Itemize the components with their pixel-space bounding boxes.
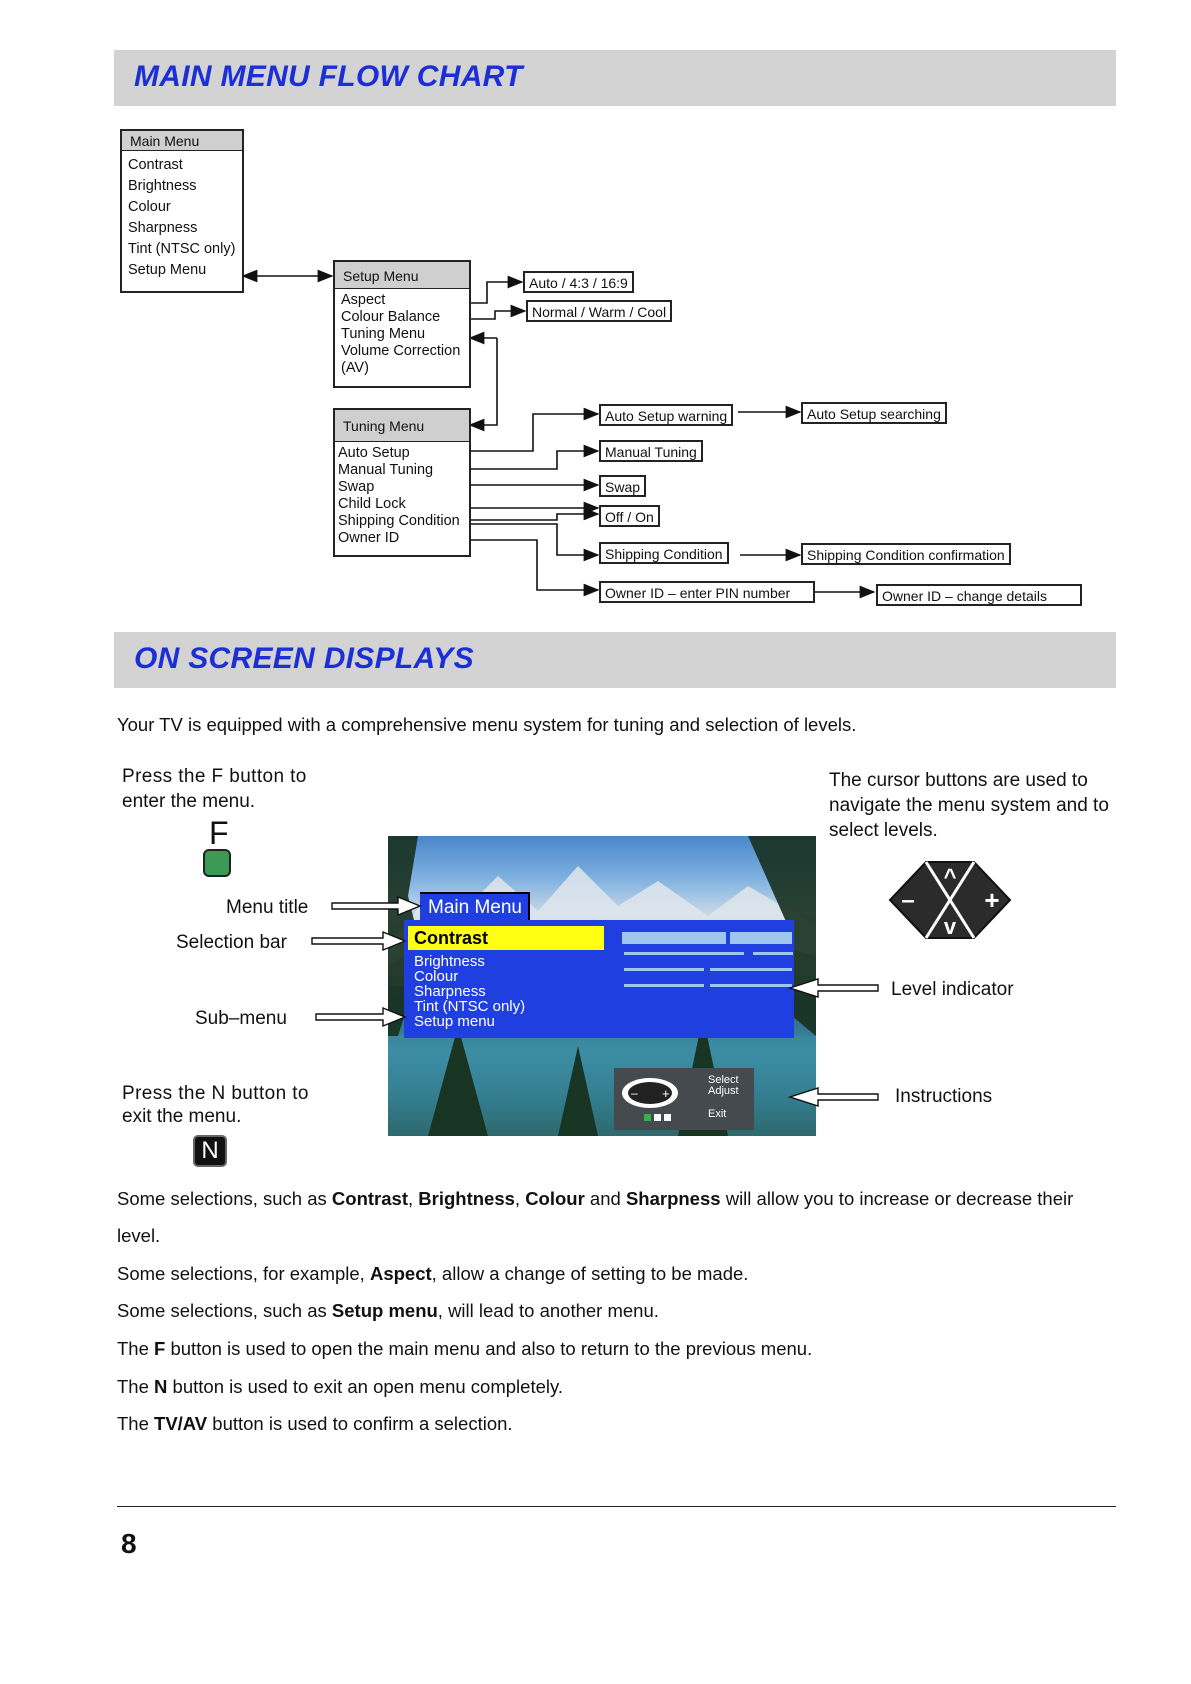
paragraph-1-line-2: level. [117,1225,160,1247]
footer-divider [117,1506,1116,1507]
arrow-selection-bar-icon [312,932,405,950]
arrow-menu-title-icon [332,897,420,915]
paragraph-2: Some selections, for example, Aspect, al… [117,1263,748,1285]
arrow-level-indicator-icon [790,979,878,997]
paragraph-6: The TV/AV button is used to confirm a se… [117,1413,513,1435]
paragraph-4: The F button is used to open the main me… [117,1338,812,1360]
paragraph-5: The N button is used to exit an open men… [117,1376,563,1398]
arrow-sub-menu-icon [316,1008,405,1026]
paragraph-1: Some selections, such as Contrast, Brigh… [117,1188,1073,1210]
arrow-instructions-icon [790,1088,878,1106]
pointer-arrows [0,0,1191,1200]
page-number: 8 [121,1528,137,1560]
paragraph-3: Some selections, such as Setup menu, wil… [117,1300,659,1322]
